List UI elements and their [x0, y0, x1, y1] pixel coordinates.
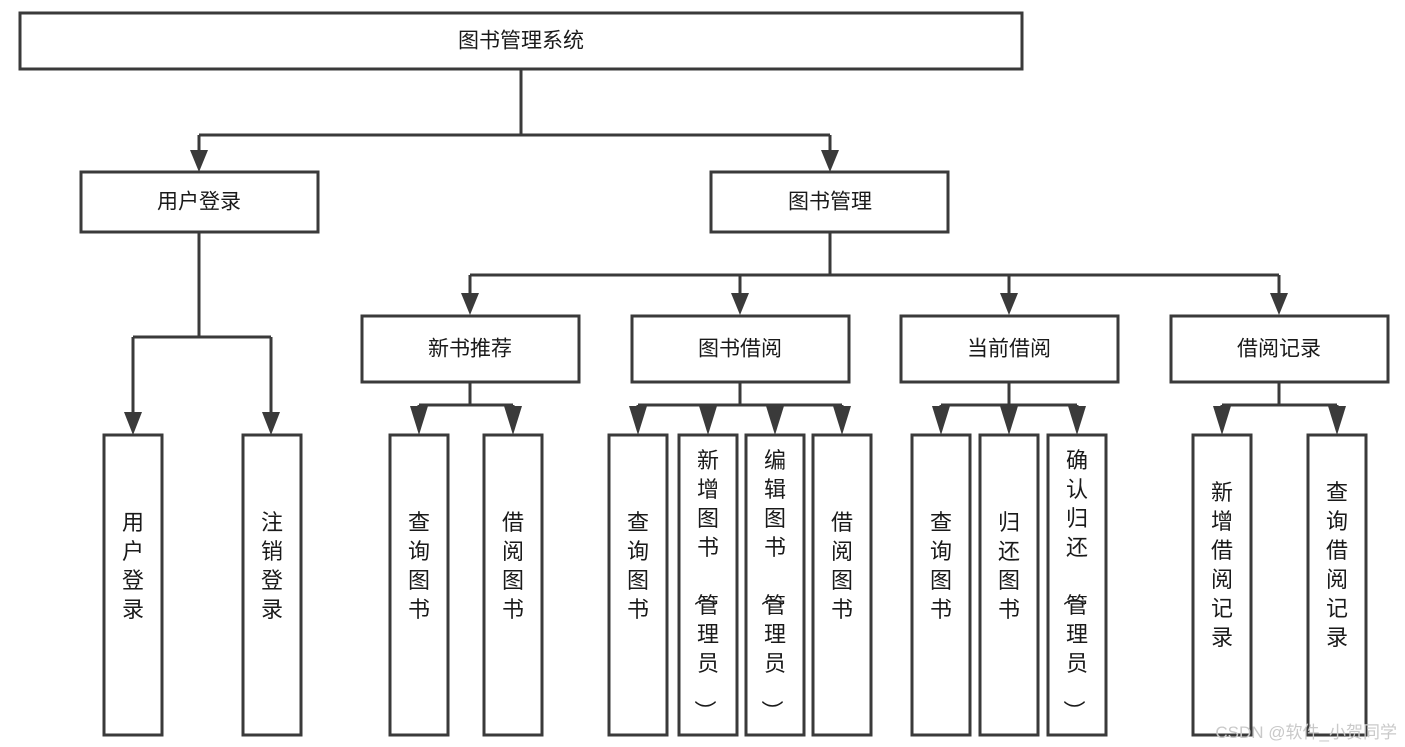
leaf-label-vertical: 编辑图书（管理员）: [759, 448, 786, 722]
node-borrow-record[interactable]: 借阅记录: [1169, 314, 1390, 384]
leaf-label-vertical: 查询借阅记录: [1326, 480, 1348, 650]
node-user-login-label: 用户登录: [157, 191, 241, 214]
leaf-box: [1306, 433, 1368, 737]
node-borrow-record-box: [1169, 314, 1390, 384]
node-root-label: 图书管理系统: [458, 30, 584, 53]
leaf-label-vertical: 注销登录: [261, 510, 283, 622]
leaf-node-cb-return-book[interactable]: 归还图书: [978, 433, 1040, 737]
arrow-head-user-login-leaf-2: [262, 412, 280, 435]
leaf-box: [607, 433, 669, 737]
arrow-head-nbr-leaf-2: [504, 406, 522, 435]
leaf-box: [811, 433, 873, 737]
node-user-login-box: [79, 170, 320, 234]
leaf-box: [1191, 433, 1253, 737]
leaf-label-vertical: 新增图书（管理员）: [692, 448, 719, 722]
leaf-label-vertical: 借阅图书: [831, 510, 853, 622]
node-root-book-management-system[interactable]: 图书管理系统: [18, 11, 1024, 71]
arrow-head-root-to-user-login: [190, 150, 208, 172]
node-new-book-recommend-label: 新书推荐: [428, 338, 512, 361]
node-current-borrow-box: [899, 314, 1120, 384]
leaf-label-vertical: 归还图书: [998, 510, 1020, 622]
connector-group-new-book-recommend: [410, 383, 522, 435]
leaf-node-bb-query-book[interactable]: 查询图书: [607, 433, 669, 737]
arrow-head-bb-leaf-3: [766, 406, 784, 435]
node-new-book-recommend[interactable]: 新书推荐: [360, 314, 581, 384]
leaf-label-vertical: 用户登录: [122, 510, 144, 622]
leaf-label-vertical: 新增借阅记录: [1211, 480, 1233, 650]
leaf-box: [241, 433, 303, 737]
leaf-label-vertical: 查询图书: [408, 510, 430, 622]
leaf-label-vertical: 查询图书: [930, 510, 952, 622]
arrow-head-bb-leaf-1: [629, 406, 647, 435]
leaf-node-bb-edit-book-admin[interactable]: 编辑图书（管理员）: [744, 433, 806, 737]
leaf-node-br-add-record[interactable]: 新增借阅记录: [1191, 433, 1253, 737]
leaf-node-cb-query-book[interactable]: 查询图书: [910, 433, 972, 737]
arrow-head-user-login-leaf-1: [124, 412, 142, 435]
arrow-head-bb-leaf-4: [833, 406, 851, 435]
node-book-borrow-label: 图书借阅: [698, 338, 782, 361]
node-current-borrow-label: 当前借阅: [967, 338, 1051, 361]
leaf-node-user-login-login[interactable]: 用户登录: [102, 433, 164, 737]
node-new-book-recommend-box: [360, 314, 581, 384]
arrow-head-cb-leaf-1: [932, 406, 950, 435]
arrow-head-bb-leaf-2: [699, 406, 717, 435]
leaf-box: [482, 433, 544, 737]
arrow-head-cb-leaf-3: [1068, 406, 1086, 435]
leaf-box: [388, 433, 450, 737]
leaf-label-vertical: 借阅图书: [502, 510, 524, 622]
node-book-management[interactable]: 图书管理: [709, 170, 950, 234]
leaf-node-cb-confirm-return-admin[interactable]: 确认归还（管理员）: [1046, 433, 1108, 737]
connector-group-borrow-record: [1213, 383, 1346, 435]
arrow-head-nbr-leaf-1: [410, 406, 428, 435]
leaf-node-user-login-logout[interactable]: 注销登录: [241, 433, 303, 737]
arrow-head-br-leaf-2: [1328, 406, 1346, 435]
arrow-head-br-leaf-1: [1213, 406, 1231, 435]
leaf-box: [102, 433, 164, 737]
leaf-node-br-query-record[interactable]: 查询借阅记录: [1306, 433, 1368, 737]
node-book-borrow-box: [630, 314, 851, 384]
leaf-node-nbr-borrow-book[interactable]: 借阅图书: [482, 433, 544, 737]
connector-group-book-management: [461, 232, 1288, 315]
node-root-box: [18, 11, 1024, 71]
node-borrow-record-label: 借阅记录: [1237, 338, 1321, 361]
node-book-management-label: 图书管理: [788, 191, 872, 214]
leaf-label-vertical: 查询图书: [627, 510, 649, 622]
connector-group-user-login: [124, 232, 280, 435]
leaf-node-bb-borrow-book[interactable]: 借阅图书: [811, 433, 873, 737]
node-book-borrow[interactable]: 图书借阅: [630, 314, 851, 384]
leaf-box: [978, 433, 1040, 737]
arrow-head-root-to-book-management: [821, 150, 839, 172]
arrow-head-bm-to-book-borrow: [731, 293, 749, 315]
connector-group-book-borrow: [629, 383, 851, 435]
leaf-node-nbr-query-book[interactable]: 查询图书: [388, 433, 450, 737]
node-book-management-box: [709, 170, 950, 234]
node-user-login[interactable]: 用户登录: [79, 170, 320, 234]
connector-group-current-borrow: [932, 383, 1086, 435]
connector-group-root: [190, 70, 839, 172]
leaf-box: [1046, 433, 1108, 737]
csdn-watermark: CSDN @软件_小贺同学: [1215, 723, 1397, 742]
arrow-head-bm-to-borrow-record: [1270, 293, 1288, 315]
leaf-node-bb-add-book-admin[interactable]: 新增图书（管理员）: [677, 433, 739, 737]
leaf-box: [910, 433, 972, 737]
leaf-box: [677, 433, 739, 737]
arrow-head-bm-to-current-borrow: [1000, 293, 1018, 315]
arrow-head-bm-to-new-book: [461, 293, 479, 315]
arrow-head-cb-leaf-2: [1000, 406, 1018, 435]
leaf-box: [744, 433, 806, 737]
leaf-label-vertical: 确认归还（管理员）: [1061, 448, 1088, 722]
node-current-borrow[interactable]: 当前借阅: [899, 314, 1120, 384]
